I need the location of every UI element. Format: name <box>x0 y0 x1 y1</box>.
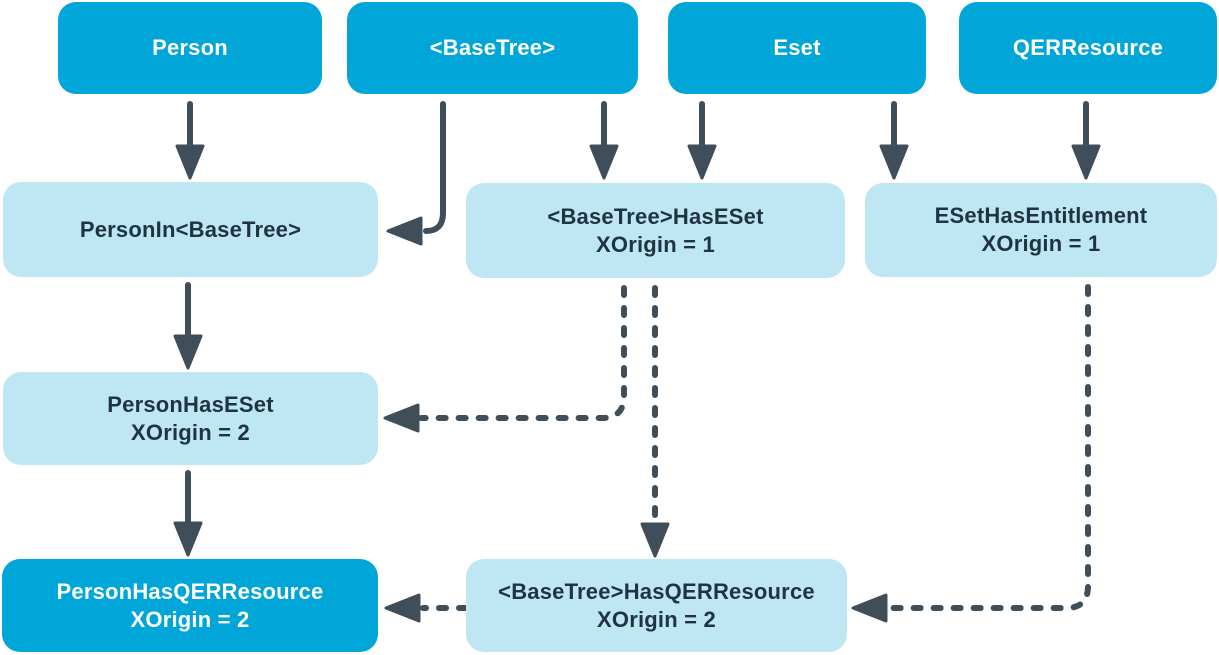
node-qerresource-label: QERResource <box>1012 35 1164 60</box>
dashed-arrow-esethasentitlement-to-basetreehasqerresource <box>851 284 1091 623</box>
arrow-qerresource-to-esethasentitlement <box>1071 101 1101 180</box>
arrow-personinbasetree-to-personhaseset <box>173 282 203 370</box>
node-person-label: Person <box>152 35 228 60</box>
node-basetree-has-qerresource: <BaseTree>HasQERResource XOrigin = 2 <box>466 559 847 652</box>
node-basetree-label: <BaseTree> <box>429 35 556 60</box>
node-person-has-eset-sublabel: XOrigin = 2 <box>131 419 250 445</box>
node-basetree-has-eset-label: <BaseTree>HasESet <box>547 203 764 229</box>
dashed-arrow-basetreehaseset-to-basetreehasqerresource <box>640 285 670 558</box>
node-person-in-basetree-label: PersonIn<BaseTree> <box>79 216 302 242</box>
node-person-has-qerresource-label: PersonHasQERResource <box>56 578 324 604</box>
arrow-eset-to-esethasentitlement <box>879 101 909 180</box>
node-eset-has-entitlement: ESetHasEntitlement XOrigin = 1 <box>865 183 1217 277</box>
dashed-arrow-basetreehasqerresource-to-personhasqerresource <box>384 593 469 623</box>
dashed-arrow-basetreehaseset-to-personhaseset <box>383 285 627 433</box>
arrow-person-to-personinbasetree <box>175 101 205 180</box>
node-person-has-eset-label: PersonHasESet <box>107 391 274 417</box>
node-basetree-has-eset-sublabel: XOrigin = 1 <box>596 231 715 257</box>
node-eset: Eset <box>668 2 926 94</box>
node-basetree-has-qerresource-sublabel: XOrigin = 2 <box>597 606 716 632</box>
node-basetree: <BaseTree> <box>347 2 638 94</box>
node-basetree-has-qerresource-label: <BaseTree>HasQERResource <box>498 578 815 604</box>
node-eset-has-entitlement-label: ESetHasEntitlement <box>934 203 1148 228</box>
node-person-has-qerresource-sublabel: XOrigin = 2 <box>130 606 250 632</box>
node-person: Person <box>58 2 322 94</box>
node-qerresource: QERResource <box>959 2 1217 94</box>
node-person-in-basetree: PersonIn<BaseTree> <box>3 182 378 277</box>
arrow-basetree-to-personinbasetree <box>386 101 446 246</box>
node-eset-has-entitlement-sublabel: XOrigin = 1 <box>981 231 1101 256</box>
arrow-personhaseset-to-personhasqerresource <box>173 470 203 557</box>
arrow-eset-to-basetreehaseset <box>687 101 717 180</box>
arrow-basetree-to-basetreehaseset <box>589 101 619 180</box>
node-basetree-has-eset: <BaseTree>HasESet XOrigin = 1 <box>466 183 845 278</box>
node-person-has-eset: PersonHasESet XOrigin = 2 <box>3 372 378 465</box>
node-person-has-qerresource: PersonHasQERResource XOrigin = 2 <box>2 559 378 652</box>
node-eset-label: Eset <box>773 35 821 60</box>
